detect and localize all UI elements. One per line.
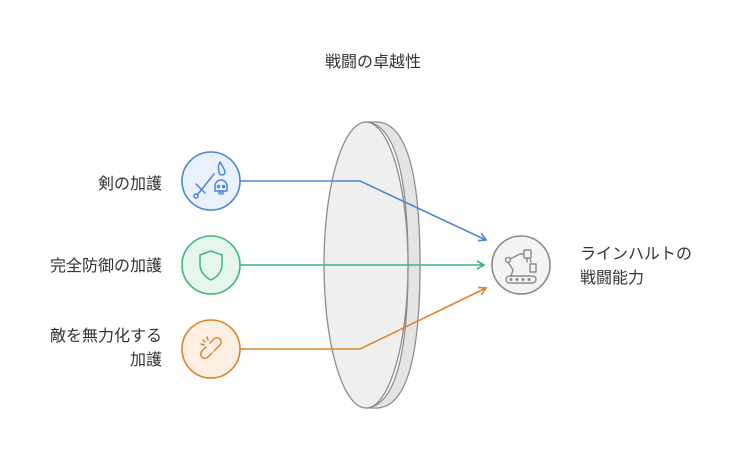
input-node-sword-protection bbox=[181, 151, 241, 211]
shield-icon bbox=[199, 250, 223, 281]
diagram-title: 戦闘の卓越性 bbox=[324, 52, 421, 71]
robot-arm-conveyor-icon bbox=[504, 249, 537, 284]
output-node bbox=[491, 235, 551, 295]
input-label-neutralize: 敵を無力化する 加護 bbox=[49, 326, 162, 369]
broken-link-icon bbox=[200, 336, 222, 359]
connector-neutralize bbox=[240, 286, 488, 350]
input-node-full-defense bbox=[181, 235, 241, 295]
input-node-neutralize bbox=[181, 319, 241, 379]
input-label-sword-protection: 剣の加護 bbox=[97, 174, 162, 193]
sword-drop-skull-icon bbox=[193, 161, 228, 199]
output-label: ラインハルトの 戦闘能力 bbox=[580, 244, 693, 287]
input-label-full-defense: 完全防御の加護 bbox=[49, 256, 162, 275]
connector-sword bbox=[240, 180, 488, 242]
